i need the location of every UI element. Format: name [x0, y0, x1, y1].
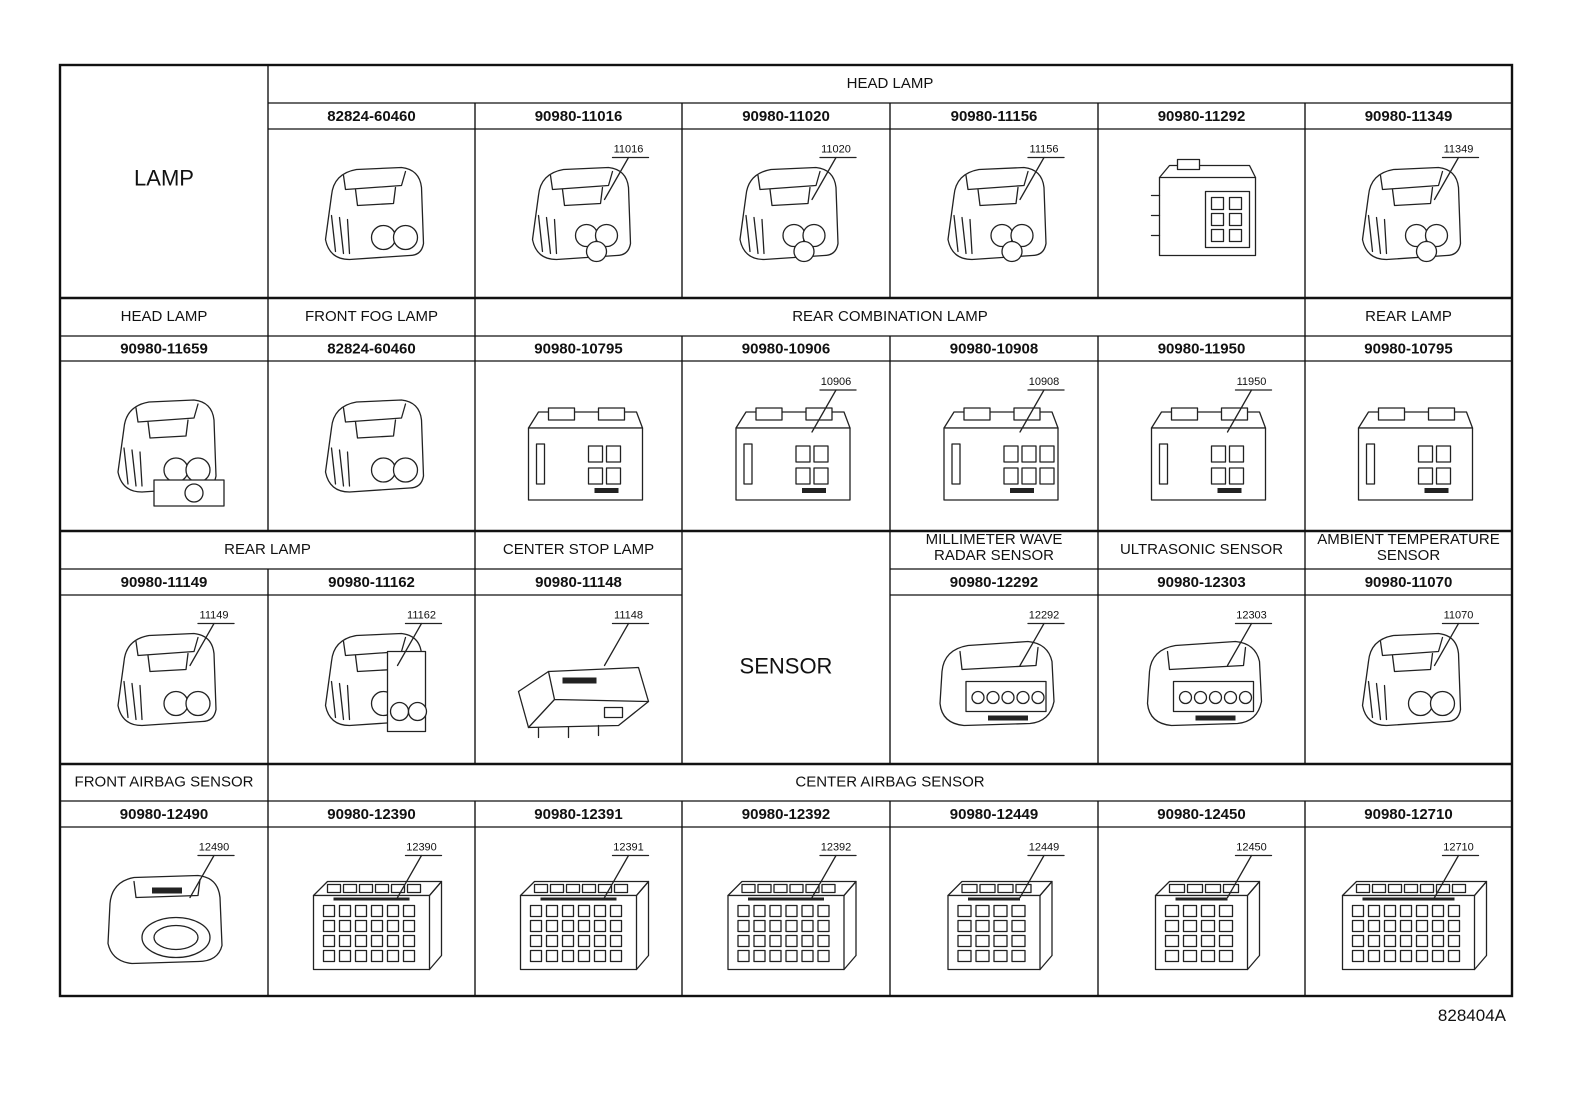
group-headers: HEAD LAMP HEAD LAMP FRONT FOG LAMP REAR COM… [75, 75, 1500, 791]
callout-label: 12392 [821, 841, 852, 853]
connector-drawing: 11148 [517, 609, 650, 739]
connector-drawing: 12390 [312, 841, 443, 971]
connector-drawing: 12710 [1341, 841, 1488, 971]
callout-label: 12449 [1029, 841, 1060, 853]
callout-label: 10908 [1029, 376, 1060, 388]
callout-label: 11156 [1030, 143, 1059, 155]
part-number: 90980-11148 [535, 574, 622, 591]
part-number: 90980-11016 [535, 108, 623, 125]
group-header: REAR COMBINATION LAMP [792, 308, 988, 325]
connector-drawing: 11162 [324, 609, 443, 733]
part-numbers: 82824-60460 90980-11016 90980-11020 90980-1… [120, 108, 1453, 823]
part-number: 90980-11659 [120, 340, 208, 357]
part-number: 90980-11070 [1365, 574, 1453, 591]
connector-drawing: 11016 [531, 143, 650, 263]
part-number: 90980-12710 [1364, 806, 1452, 823]
callout-label: 11349 [1444, 143, 1474, 155]
part-number: 90980-11156 [951, 108, 1038, 125]
table-grid [58, 63, 1514, 998]
callout-label: 11020 [821, 143, 851, 155]
part-number: 90980-10908 [950, 340, 1038, 357]
callout-label: 11070 [1444, 609, 1474, 621]
part-number: 90980-11950 [1158, 340, 1246, 357]
connector-drawing: 11156 [947, 143, 1065, 263]
connector-drawings: 11016 11020 11156 11349 10906 10908 11950 11149… [107, 143, 1488, 971]
connector-drawing: 11020 [739, 143, 857, 263]
part-number: 82824-60460 [327, 108, 415, 125]
part-number: 90980-11020 [742, 108, 830, 125]
callout-label: 12710 [1443, 841, 1474, 853]
diagram-code: 828404A [1437, 1006, 1506, 1025]
connector-drawing [324, 166, 425, 261]
callout-label: 11149 [200, 609, 229, 621]
part-number: 90980-12392 [742, 806, 830, 823]
connector-drawing: 12449 [947, 841, 1065, 971]
connector-drawing: 11950 [1150, 376, 1273, 501]
callout-label: 11148 [614, 609, 643, 621]
connector-drawing: 11349 [1361, 143, 1480, 263]
group-header: CENTER STOP LAMP [503, 541, 654, 558]
group-header: HEAD LAMP [121, 308, 208, 325]
connector-drawing: 11070 [1361, 609, 1480, 727]
callout-label: 12303 [1236, 609, 1267, 621]
connector-drawing [1357, 407, 1474, 501]
callout-label: 11016 [614, 143, 644, 155]
callout-label: 10906 [821, 376, 852, 388]
group-header: FRONT AIRBAG SENSOR [75, 773, 254, 790]
section-title: LAMP [134, 165, 194, 190]
section-title: SENSOR [740, 653, 833, 678]
group-header: CENTER AIRBAG SENSOR [795, 773, 984, 790]
callout-label: 12490 [199, 841, 230, 853]
connector-drawing: 12303 [1146, 609, 1273, 727]
callout-label: 12390 [406, 841, 437, 853]
group-header: FRONT FOG LAMP [305, 308, 438, 325]
group-header: REAR LAMP [224, 541, 311, 558]
part-number: 90980-11349 [1365, 108, 1453, 125]
connector-drawing: 12490 [107, 841, 235, 965]
part-number: 90980-12449 [950, 806, 1038, 823]
part-number: 90980-10795 [534, 340, 622, 357]
callout-label: 12292 [1029, 609, 1060, 621]
connector-drawing: 10908 [943, 376, 1065, 501]
callout-label: 12450 [1236, 841, 1267, 853]
part-number: 82824-60460 [327, 340, 415, 357]
group-header: REAR LAMP [1365, 308, 1452, 325]
callout-label: 12391 [613, 841, 644, 853]
part-number: 90980-12490 [120, 806, 208, 823]
part-number: 90980-12390 [327, 806, 415, 823]
part-number: 90980-12450 [1157, 806, 1245, 823]
part-number: 90980-12303 [1157, 574, 1245, 591]
part-number: 90980-12391 [534, 806, 622, 823]
part-number: 90980-12292 [950, 574, 1038, 591]
part-number: 90980-11162 [328, 574, 415, 591]
connector-drawing [1150, 158, 1257, 257]
part-number: 90980-11149 [121, 574, 208, 591]
connector-drawing: 12391 [519, 841, 650, 971]
connector-drawing [117, 399, 225, 507]
group-header: HEAD LAMP [847, 75, 934, 92]
connector-drawing: 12450 [1154, 841, 1273, 971]
connector-drawing [527, 407, 644, 501]
group-header: ULTRASONIC SENSOR [1120, 541, 1283, 558]
section-titles: LAMP SENSOR [134, 165, 832, 678]
connector-drawing: 11149 [117, 609, 235, 727]
connector-drawing: 12292 [939, 609, 1065, 727]
connector-drawing: 12392 [727, 841, 857, 971]
callout-label: 11950 [1237, 376, 1267, 388]
part-number: 90980-10906 [742, 340, 830, 357]
connector-drawing: 10906 [735, 376, 857, 501]
connector-drawing [324, 399, 425, 493]
callout-label: 11162 [407, 609, 436, 621]
part-number: 90980-11292 [1158, 108, 1246, 125]
part-number: 90980-10795 [1364, 340, 1452, 357]
